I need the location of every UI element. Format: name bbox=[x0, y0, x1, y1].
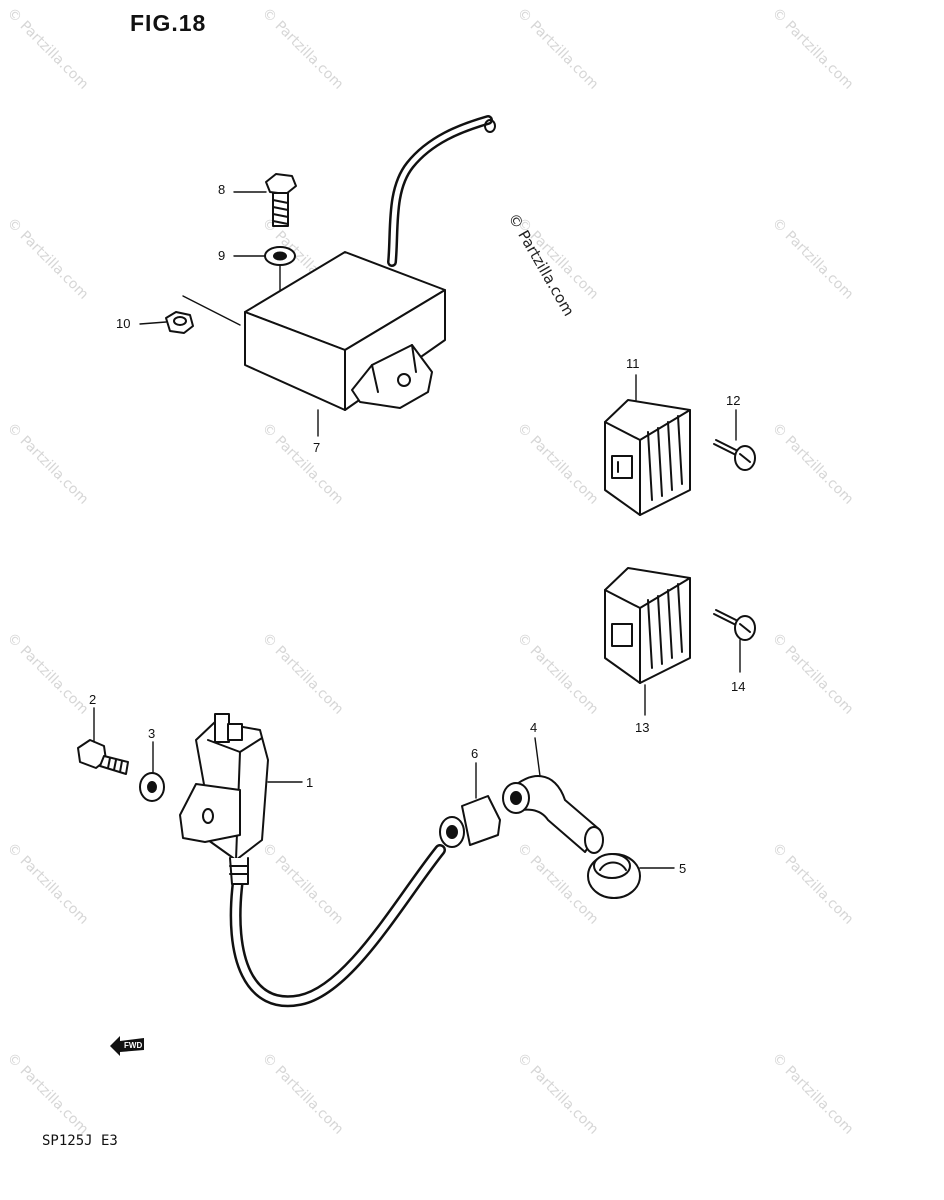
part-2-bolt bbox=[77, 739, 129, 775]
leader-7-nut bbox=[182, 295, 241, 326]
forward-arrow-icon: FWD bbox=[110, 1036, 144, 1056]
part-4-plug-cap bbox=[502, 775, 604, 854]
ref-9: 9 bbox=[218, 248, 226, 263]
ref-1: 1 bbox=[306, 775, 314, 790]
part-6-cap bbox=[439, 795, 501, 848]
part-9-washer bbox=[264, 246, 296, 266]
ref-12: 12 bbox=[726, 393, 741, 408]
part-5-seal bbox=[587, 853, 641, 899]
ref-13: 13 bbox=[635, 720, 650, 735]
part-10-nut bbox=[165, 311, 194, 334]
leader-lines bbox=[93, 191, 741, 869]
part-13-rectifier bbox=[604, 567, 691, 684]
ref-8: 8 bbox=[218, 182, 226, 197]
part-1-ignition-coil bbox=[179, 713, 446, 1008]
part-14-screw bbox=[713, 609, 756, 641]
ref-14: 14 bbox=[731, 679, 746, 694]
part-8-bolt bbox=[265, 173, 297, 227]
ref-6: 6 bbox=[471, 746, 479, 761]
ref-7: 7 bbox=[313, 440, 321, 455]
ref-11: 11 bbox=[626, 356, 640, 371]
ref-3: 3 bbox=[148, 726, 156, 741]
part-12-screw bbox=[713, 439, 756, 471]
ref-10: 10 bbox=[116, 316, 131, 331]
ref-2: 2 bbox=[89, 692, 97, 707]
model-code: SP125J E3 bbox=[42, 1133, 118, 1149]
part-3-washer bbox=[139, 772, 165, 802]
leader-10 bbox=[139, 321, 167, 325]
fig-title: FIG.18 bbox=[130, 10, 207, 36]
part-11-regulator bbox=[604, 399, 691, 516]
ref-5: 5 bbox=[679, 861, 687, 876]
part-7-cdi-unit bbox=[244, 115, 496, 411]
forward-label: FWD bbox=[124, 1041, 142, 1050]
ref-4: 4 bbox=[530, 720, 538, 735]
leader-4 bbox=[534, 737, 541, 777]
